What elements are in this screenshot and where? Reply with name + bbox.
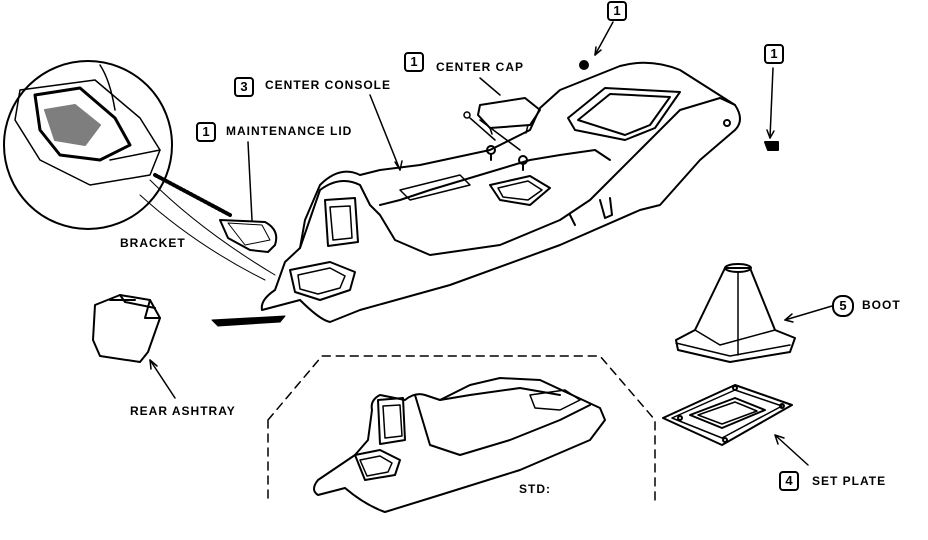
- bracket-detail-circle: [3, 60, 173, 230]
- label-maintenance-lid: MAINTENANCE LID: [226, 124, 353, 138]
- detail-leader-1: [149, 179, 276, 276]
- rear-ashtray-part: [92, 294, 161, 363]
- clip-right: [764, 141, 779, 151]
- qty-set-plate: 4: [779, 471, 799, 491]
- qty-maintenance-lid: 1: [196, 122, 216, 142]
- set-plate-part: [662, 384, 793, 446]
- label-boot: BOOT: [862, 298, 901, 312]
- floor-hatch: [211, 315, 286, 327]
- leader-set-plate: [774, 434, 809, 466]
- detail-leader-2: [139, 194, 266, 281]
- leader-center-console: [369, 94, 401, 171]
- maintenance-lid-part: [219, 219, 278, 253]
- label-center-console: CENTER CONSOLE: [265, 78, 392, 92]
- label-bracket: BRACKET: [120, 236, 186, 250]
- qty-boot: 5: [832, 295, 854, 317]
- qty-center-console: 3: [234, 77, 254, 97]
- leader-clip-right: [769, 67, 774, 139]
- std-console-drawing: [313, 377, 606, 513]
- qty-center-cap: 1: [404, 52, 424, 72]
- center-console-drawing: [260, 61, 741, 323]
- maintenance-lid-inner: [227, 222, 271, 246]
- center-cap-part: [463, 97, 541, 171]
- qty-clip-top: 1: [607, 1, 627, 21]
- label-rear-ashtray: REAR ASHTRAY: [130, 404, 236, 418]
- clip-top: [579, 60, 589, 70]
- leader-rear-ashtray: [149, 359, 176, 399]
- leader-maintenance-lid: [247, 141, 253, 221]
- leader-boot: [784, 305, 833, 321]
- label-set-plate: SET PLATE: [812, 474, 887, 488]
- boot-part: [675, 263, 796, 363]
- label-center-cap: CENTER CAP: [436, 60, 525, 74]
- qty-clip-right: 1: [764, 44, 784, 64]
- detail-hatch: [153, 173, 232, 217]
- label-std: STD:: [519, 482, 551, 496]
- std-frame: [267, 355, 656, 501]
- leader-center-cap: [479, 77, 501, 96]
- leader-clip-top: [594, 21, 614, 56]
